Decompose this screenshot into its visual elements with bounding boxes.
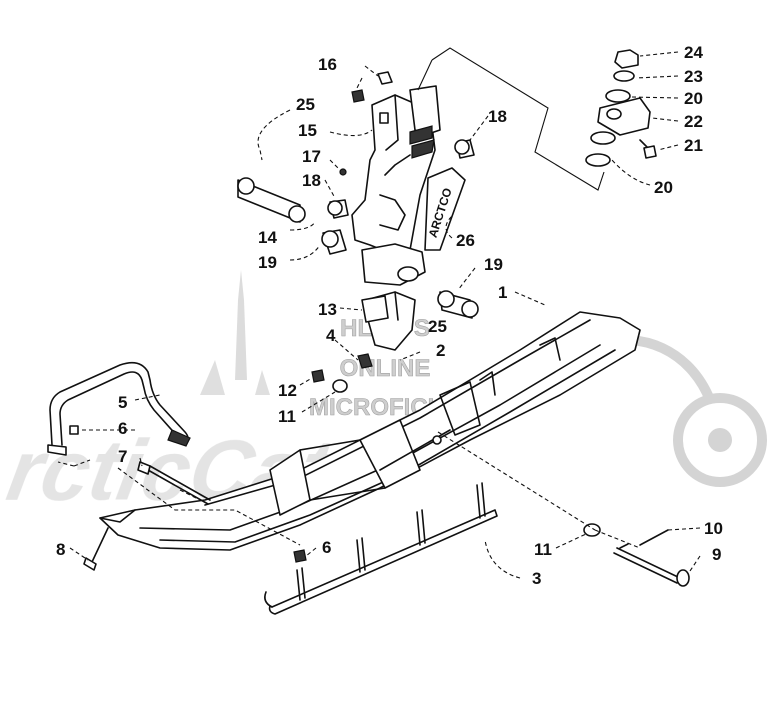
callout-16: 16 — [318, 55, 337, 74]
callout-3: 3 — [532, 569, 541, 588]
small-hardware — [83, 353, 690, 587]
callout-14: 14 — [258, 228, 277, 247]
callout-25-mid: 25 — [428, 317, 447, 336]
callout-19-right: 19 — [484, 255, 503, 274]
callout-20-bottom: 20 — [654, 178, 673, 197]
leader-lines — [57, 47, 701, 579]
callout-19-left: 19 — [258, 253, 277, 272]
callout-18-left: 18 — [302, 171, 321, 190]
callout-4: 4 — [326, 326, 336, 345]
callout-22: 22 — [684, 112, 703, 131]
callout-10: 10 — [704, 519, 723, 538]
wear-bar — [264, 482, 498, 615]
watermark-line2: ONLINE — [340, 355, 431, 382]
callout-24: 24 — [684, 43, 703, 62]
callout-21: 21 — [684, 136, 703, 155]
callout-8: 8 — [56, 540, 65, 559]
callout-17: 17 — [302, 147, 321, 166]
callout-6-bottom: 6 — [322, 538, 331, 557]
callout-13: 13 — [318, 300, 337, 319]
callout-5: 5 — [118, 393, 127, 412]
steering-arm-assembly — [585, 49, 657, 167]
callouts: 16 25 15 17 18 18 14 19 19 26 1 13 25 4 … — [56, 43, 723, 588]
callout-6-top: 6 — [118, 419, 127, 438]
callout-2: 2 — [436, 341, 445, 360]
callout-11-right: 11 — [534, 540, 552, 559]
callout-1: 1 — [498, 283, 507, 302]
ski-loop-handle — [47, 361, 191, 456]
callout-15: 15 — [298, 121, 317, 140]
callout-12: 12 — [278, 381, 297, 400]
callout-25-top: 25 — [296, 95, 315, 114]
bushings — [237, 71, 479, 323]
callout-18-right: 18 — [488, 107, 507, 126]
callout-7: 7 — [118, 447, 127, 466]
callout-9: 9 — [712, 545, 721, 564]
callout-20-top: 20 — [684, 89, 703, 108]
callout-23: 23 — [684, 67, 703, 86]
callout-26: 26 — [456, 231, 475, 250]
ski — [99, 311, 641, 551]
callout-11-left: 11 — [278, 407, 296, 426]
